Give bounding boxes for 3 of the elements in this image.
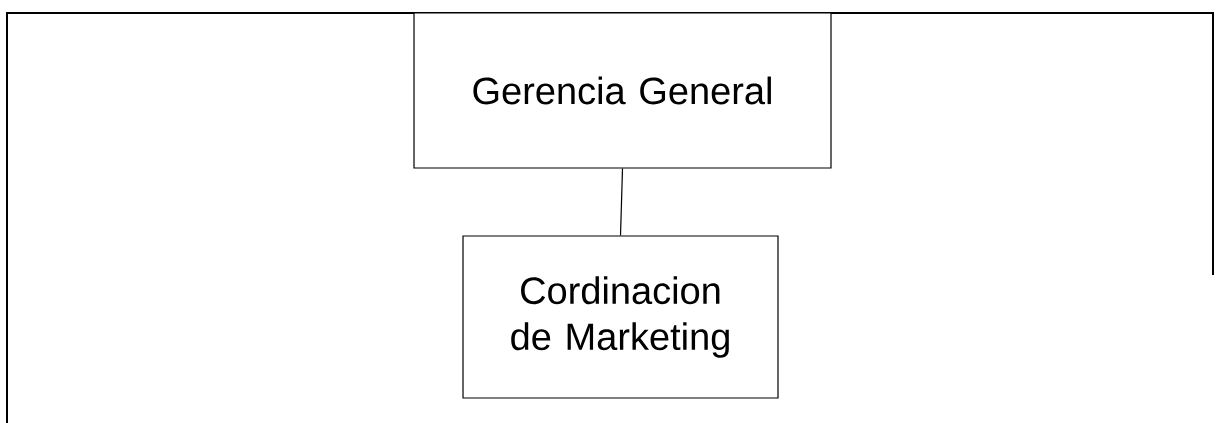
org-box: Gerencia General xyxy=(413,12,832,169)
org-box: Cordinacion de Marketing xyxy=(462,235,779,399)
connector-line xyxy=(619,168,624,236)
